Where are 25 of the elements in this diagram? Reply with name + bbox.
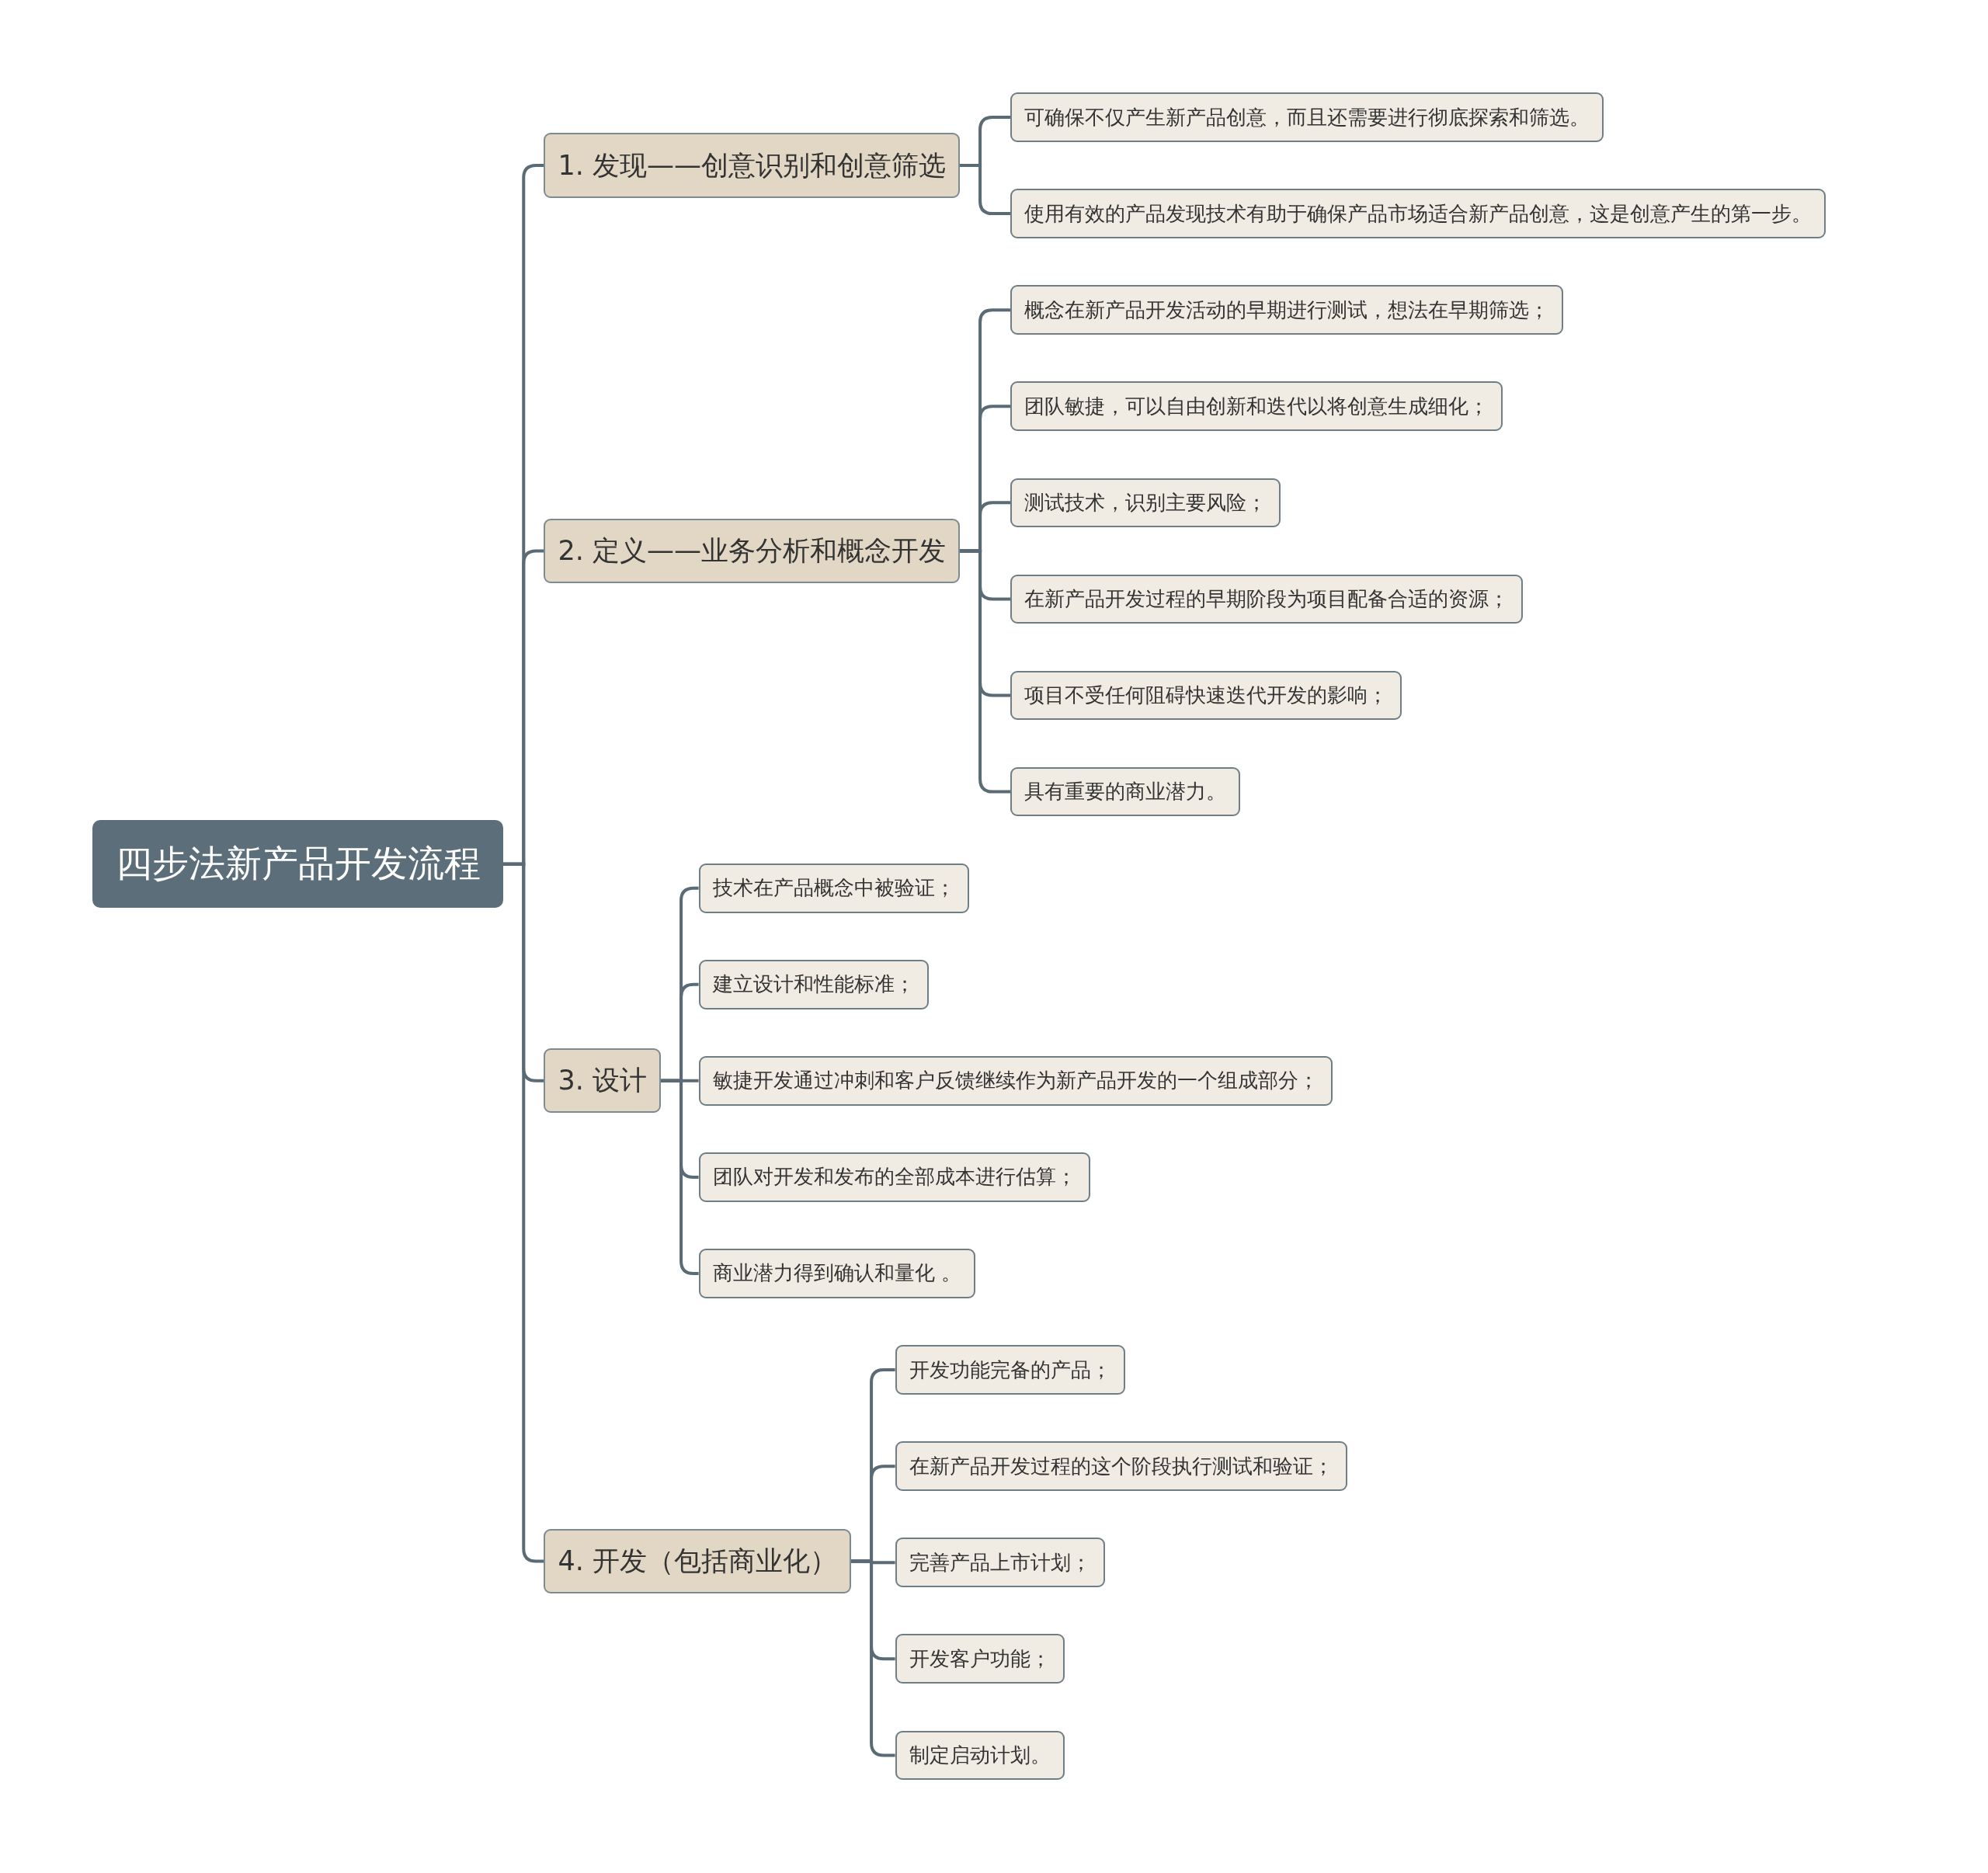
subtopic-box: 团队敏捷，可以自由创新和迭代以将创意生成细化；	[1010, 381, 1503, 432]
main-topic-box: 3. 设计	[544, 1048, 661, 1114]
main-topic-box: 4. 开发（包括商业化）	[544, 1528, 851, 1594]
subtopic-box: 技术在产品概念中被验证；	[698, 863, 969, 913]
main-topic-box: 2. 定义——业务分析和概念开发	[544, 518, 960, 583]
subtopic-box: 开发功能完备的产品；	[895, 1345, 1125, 1395]
connector-line	[503, 862, 544, 1563]
subtopic-box: 概念在新产品开发活动的早期进行测试，想法在早期筛选；	[1010, 285, 1564, 335]
subtopic-box: 制定启动计划。	[895, 1730, 1065, 1781]
connector-line	[660, 1079, 699, 1275]
subtopic-box: 使用有效的产品发现技术有助于确保产品市场适合新产品创意，这是创意产生的第一步。	[1010, 189, 1826, 238]
subtopic-box: 敏捷开发通过冲刺和客户反馈继续作为新产品开发的一个组成部分；	[698, 1056, 1333, 1106]
subtopic-box: 完善产品上市计划；	[895, 1538, 1105, 1588]
subtopic-box: 测试技术，识别主要风险；	[1010, 478, 1281, 528]
subtopic-box: 项目不受任何阻碍快速迭代开发的影响；	[1010, 670, 1402, 721]
subtopic-box: 团队对开发和发布的全部成本进行估算；	[698, 1152, 1090, 1202]
main-topic-box: 1. 发现——创意识别和创意筛选	[544, 133, 960, 198]
subtopic-box: 具有重要的商业潜力。	[1010, 766, 1241, 817]
central-topic-box: 四步法新产品开发流程	[92, 820, 504, 908]
subtopic-box: 在新产品开发过程的早期阶段为项目配备合适的资源；	[1010, 574, 1524, 624]
subtopic-box: 可确保不仅产生新产品创意，而且还需要进行彻底探索和筛选。	[1010, 92, 1604, 142]
subtopic-box: 在新产品开发过程的这个阶段执行测试和验证；	[895, 1441, 1347, 1491]
subtopic-box: 建立设计和性能标准；	[698, 959, 929, 1009]
subtopic-box: 商业潜力得到确认和量化 。	[698, 1249, 975, 1298]
subtopic-box: 开发客户功能；	[895, 1634, 1065, 1684]
